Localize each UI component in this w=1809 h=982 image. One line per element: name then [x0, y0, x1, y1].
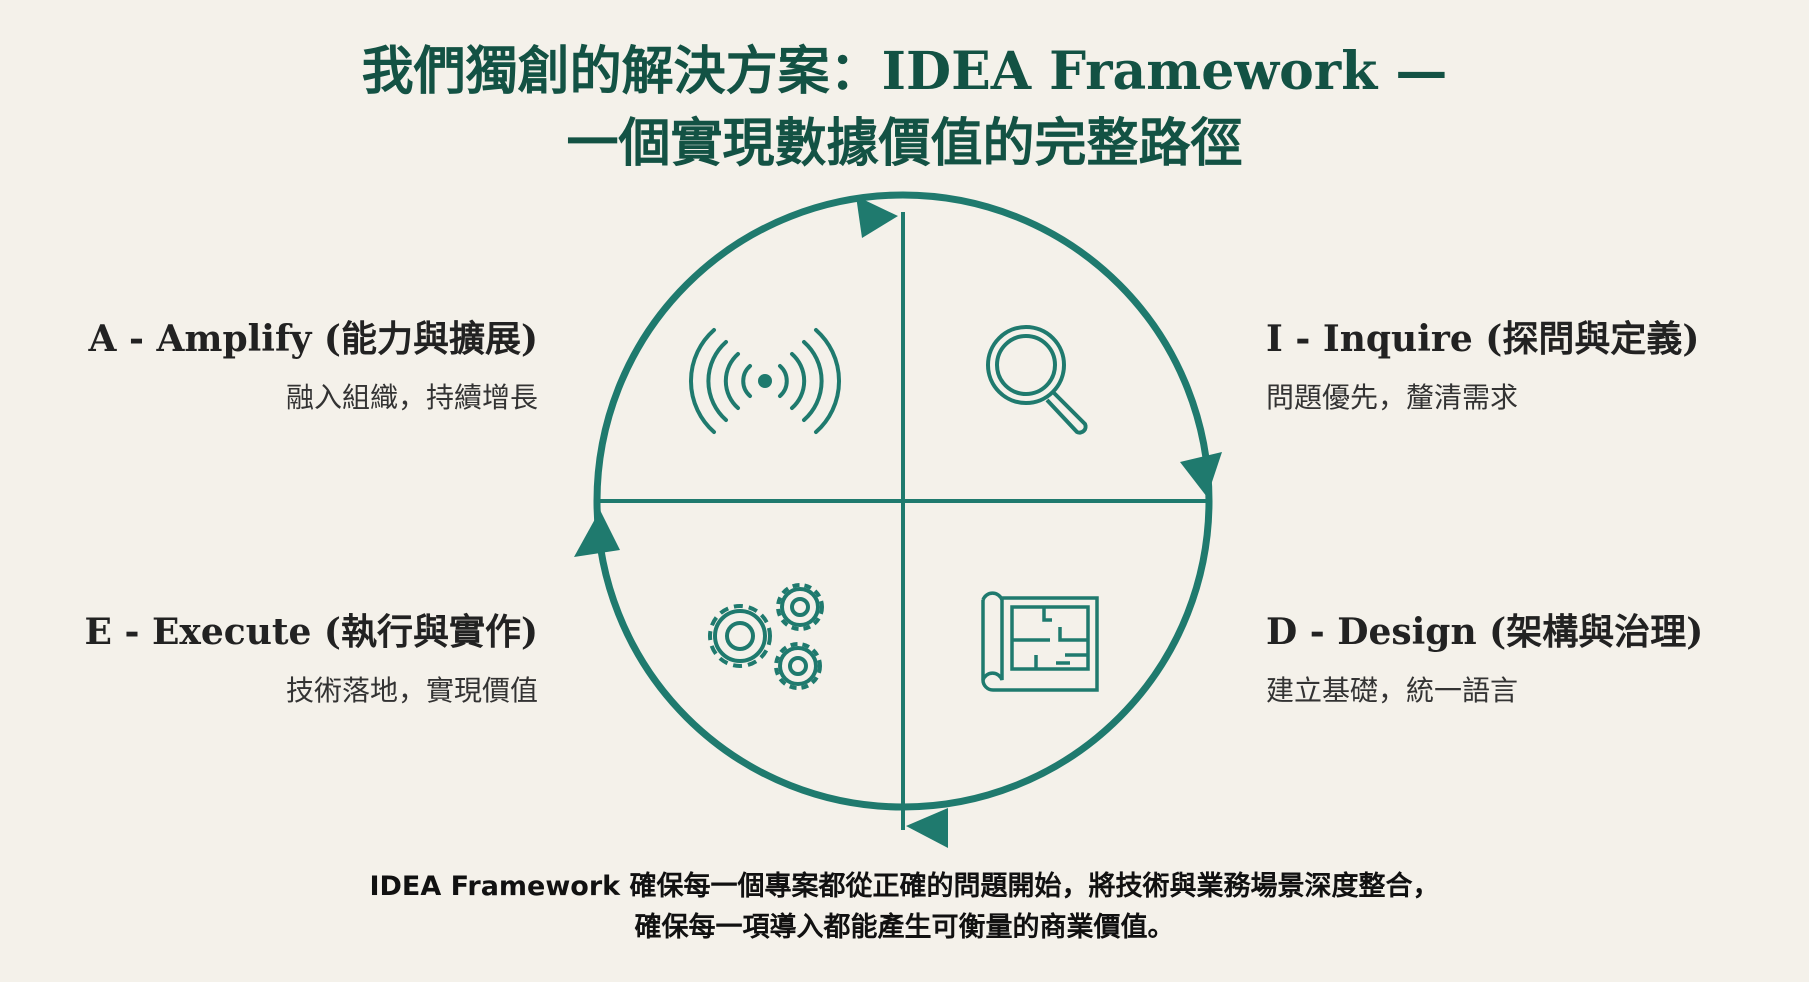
- execute-subtitle: 技術落地，實現價值: [285, 674, 538, 707]
- page-title: 我們獨創的解決方案：IDEA Framework — 一個實現數據價值的完整路徑: [0, 36, 1809, 180]
- arrow-right-icon: [1180, 452, 1222, 497]
- amplify-heading: A - Amplify (能力與擴展): [88, 318, 539, 360]
- execute-heading: E - Execute (執行與實作): [84, 611, 538, 653]
- amplify-subtitle: 融入組織，持續增長: [285, 381, 538, 414]
- label-amplify: A - Amplify (能力與擴展) 融入組織，持續增長: [18, 310, 539, 416]
- design-subtitle: 建立基礎，統一語言: [1266, 674, 1519, 707]
- design-heading: D - Design (架構與治理): [1266, 611, 1704, 653]
- signal-broadcast-icon: [689, 328, 841, 434]
- title-line-1: 我們獨創的解決方案：IDEA Framework —: [361, 41, 1448, 102]
- inquire-subtitle: 問題優先，釐清需求: [1266, 381, 1519, 414]
- magnifier-icon: [986, 325, 1088, 435]
- blueprint-icon: [981, 591, 1099, 692]
- footer-summary: IDEA Framework 確保每一個專案都從正確的問題開始，將技術與業務場景…: [0, 866, 1809, 948]
- arrow-left-icon: [574, 510, 620, 557]
- label-design: D - Design (架構與治理) 建立基礎，統一語言: [1266, 603, 1786, 709]
- footer-line-2: 確保每一項導入都能產生可衡量的商業價值。: [634, 912, 1175, 943]
- label-inquire: I - Inquire (探問與定義) 問題優先，釐清需求: [1266, 310, 1786, 416]
- gears-icon: [708, 583, 824, 690]
- label-execute: E - Execute (執行與實作) 技術落地，實現價值: [18, 603, 538, 709]
- arrow-top-icon: [856, 196, 898, 238]
- footer-line-1: IDEA Framework 確保每一個專案都從正確的問題開始，將技術與業務場景…: [369, 871, 1440, 902]
- inquire-heading: I - Inquire (探問與定義): [1266, 318, 1700, 360]
- title-line-2: 一個實現數據價值的完整路徑: [566, 113, 1243, 174]
- arrow-bottom-icon: [906, 808, 948, 848]
- idea-cycle-diagram: [574, 191, 1222, 848]
